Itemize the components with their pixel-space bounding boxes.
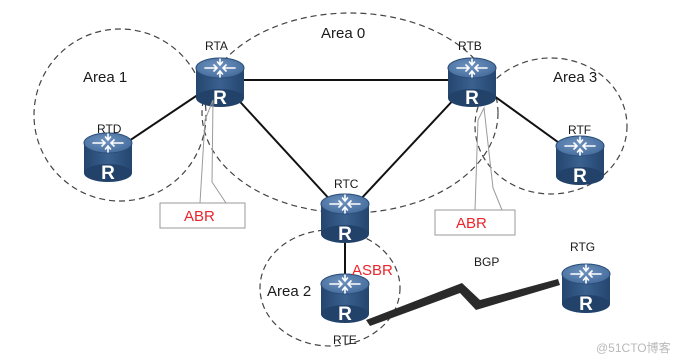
abr-left-callout bbox=[159, 202, 246, 229]
router-rtg-label: RTG bbox=[570, 240, 595, 254]
router-rta-label: RTA bbox=[205, 39, 228, 53]
router-rtd-letter: R bbox=[101, 163, 115, 184]
area-0-label: Area 0 bbox=[321, 25, 365, 42]
link-rtb-rtc bbox=[344, 79, 473, 217]
abr-left-pointer bbox=[199, 99, 227, 204]
area-3-boundary bbox=[474, 57, 628, 195]
abr-left-label: ABR bbox=[184, 208, 215, 225]
asbr-label: ASBR bbox=[352, 262, 393, 279]
router-rte-letter: R bbox=[338, 304, 352, 325]
area-1-label: Area 1 bbox=[83, 69, 127, 86]
router-rtd-label: RTD bbox=[97, 122, 122, 136]
abr-right-label: ABR bbox=[456, 215, 487, 232]
router-rtb-label: RTB bbox=[458, 39, 482, 53]
router-rtb-letter: R bbox=[465, 88, 479, 109]
watermark: @51CTO博客 bbox=[596, 340, 671, 355]
router-rtf-label: RTF bbox=[568, 123, 591, 137]
router-rtc-label: RTC bbox=[334, 177, 359, 191]
router-rtf-letter: R bbox=[573, 166, 587, 187]
link-rta-rtc bbox=[219, 79, 346, 217]
area-1-boundary bbox=[33, 28, 207, 202]
bgp-label: BGP bbox=[474, 255, 499, 269]
router-rtg-letter: R bbox=[579, 294, 593, 315]
area-2-label: Area 2 bbox=[267, 283, 311, 300]
area-3-label: Area 3 bbox=[553, 69, 597, 86]
router-rtc-letter: R bbox=[338, 224, 352, 245]
router-rte-label: RTE bbox=[333, 333, 357, 347]
router-rta-letter: R bbox=[213, 88, 227, 109]
bgp-link-zigzag bbox=[366, 279, 560, 326]
area-0-boundary bbox=[201, 12, 499, 214]
abr-right-pointer bbox=[474, 106, 503, 211]
abr-right-callout bbox=[434, 209, 516, 236]
